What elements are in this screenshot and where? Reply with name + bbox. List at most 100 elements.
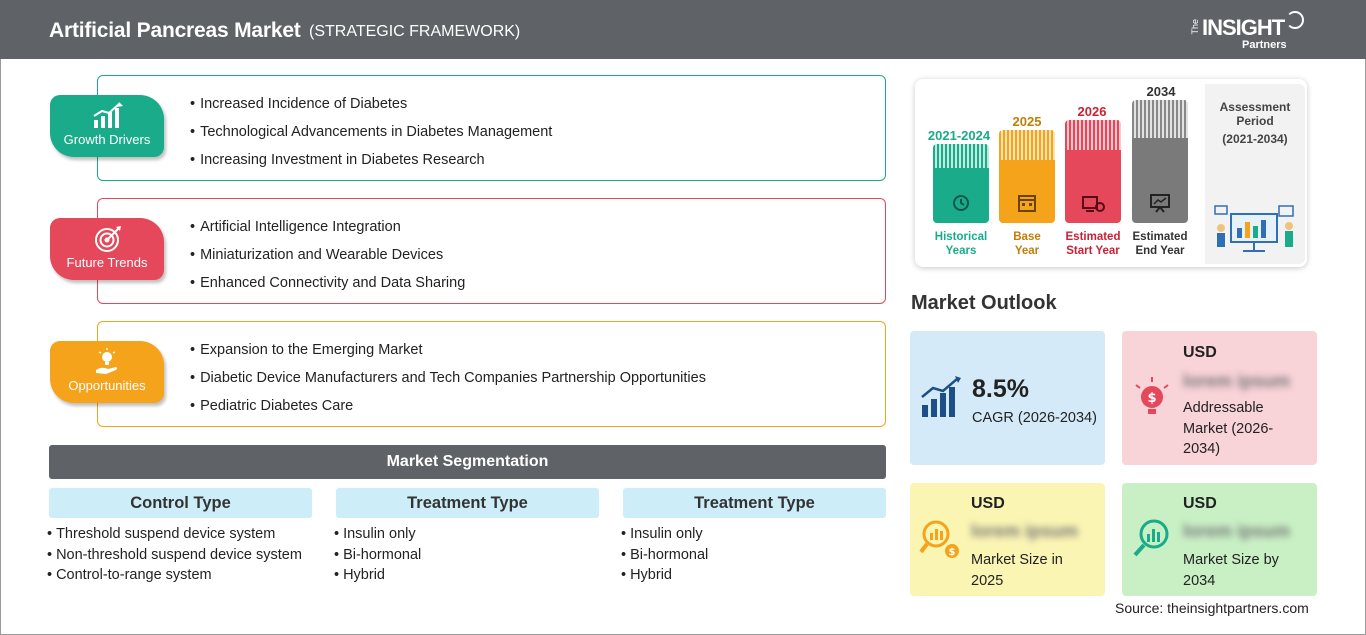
- market-size-2025-card: $ USD lorem ipsum Market Size in 2025: [910, 483, 1105, 596]
- list-item: Enhanced Connectivity and Data Sharing: [190, 274, 465, 302]
- header-bar: Artificial Pancreas Market (STRATEGIC FR…: [0, 0, 1366, 59]
- addressable-label-line: Addressable: [1183, 400, 1264, 416]
- timeline-label-line: Historical: [934, 231, 988, 243]
- growth-chart-icon: [93, 102, 123, 128]
- cagr-value: 8.5%: [972, 375, 1029, 403]
- page-subtitle: (STRATEGIC FRAMEWORK): [309, 23, 521, 40]
- future-trends-box: Artificial Intelligence Integration Mini…: [97, 198, 886, 304]
- logo-sub: Partners: [1242, 39, 1287, 51]
- timeline-label-base: Base Year: [987, 230, 1067, 258]
- segment-heading-treatment-type-2: Treatment Type: [623, 488, 886, 518]
- list-item: Bi-hormonal: [621, 546, 708, 567]
- growth-drivers-box: Increased Incidence of Diabetes Technolo…: [97, 75, 886, 181]
- future-trends-label: Future Trends: [66, 255, 148, 270]
- list-item: Miniaturization and Wearable Devices: [190, 246, 465, 274]
- size-2034-currency: USD: [1183, 495, 1217, 512]
- size-2025-label-line: 2025: [971, 572, 1004, 589]
- segment-list-treatment-type: Insulin only Bi-hormonal Hybrid: [334, 525, 421, 587]
- list-item: Control-to-range system: [47, 566, 302, 587]
- segment-heading-treatment-type: Treatment Type: [336, 488, 599, 518]
- segment-list-control-type: Threshold suspend device system Non-thre…: [47, 525, 302, 587]
- size-2025-label: Market Size in 2025: [971, 550, 1063, 591]
- list-item: Insulin only: [334, 525, 421, 546]
- timeline-stripe-end: [1132, 100, 1188, 138]
- size-2034-label-line: Market Size by: [1183, 552, 1279, 568]
- timeline-label-line: Years: [945, 245, 977, 257]
- assessment-line: Assessment: [1219, 100, 1291, 114]
- list-item: Technological Advancements in Diabetes M…: [190, 123, 552, 151]
- forecast-icon: [1082, 196, 1105, 212]
- source-credit[interactable]: Source: theinsightpartners.com: [1115, 600, 1309, 616]
- segment-heading-control-type: Control Type: [49, 488, 312, 518]
- market-outlook-title: Market Outlook: [911, 292, 1057, 314]
- growth-drivers-list: Increased Incidence of Diabetes Technolo…: [190, 95, 552, 179]
- size-2025-label-line: Market Size in: [971, 552, 1063, 568]
- list-item: Hybrid: [621, 566, 708, 587]
- market-segmentation-title: Market Segmentation: [49, 445, 886, 479]
- timeline-label-start: Estimated Start Year: [1053, 230, 1133, 258]
- assessment-period: (2021-2034): [1222, 132, 1288, 146]
- timeline-label-line: Base: [1013, 231, 1041, 243]
- list-item: Bi-hormonal: [334, 546, 421, 567]
- addressable-label-line: 2034): [1183, 441, 1221, 457]
- cagr-label: CAGR (2026-2034): [972, 410, 1097, 426]
- size-2034-value: lorem ipsum: [1183, 521, 1291, 541]
- growth-drivers-badge: Growth Drivers: [50, 95, 164, 157]
- svg-text:$: $: [949, 547, 956, 558]
- opportunities-box: Expansion to the Emerging Market Diabeti…: [97, 321, 886, 427]
- timeline-year-base: 2025: [1012, 114, 1042, 129]
- cagr-card: 8.5% CAGR (2026-2034): [910, 331, 1105, 465]
- addressable-label-line: Market (2026-: [1183, 420, 1274, 437]
- list-item: Increasing Investment in Diabetes Resear…: [190, 151, 552, 179]
- history-icon: [953, 195, 969, 211]
- svg-text:$: $: [1147, 391, 1156, 406]
- target-icon: [95, 226, 121, 252]
- size-2034-label: Market Size by 2034: [1183, 550, 1279, 591]
- assessment-title: Assessment Period: [1205, 100, 1305, 128]
- logo-the: The: [1190, 19, 1200, 35]
- size-2025-currency: USD: [971, 495, 1005, 512]
- opportunities-list: Expansion to the Emerging Market Diabeti…: [190, 341, 706, 425]
- size-2025-value: lorem ipsum: [971, 521, 1079, 541]
- timeline-bar-end: [1132, 138, 1188, 223]
- timeline-label-historical: Historical Years: [921, 230, 1001, 258]
- timeline-label-line: Year: [1014, 245, 1040, 257]
- timeline-label-line: Estimated: [1132, 231, 1188, 243]
- list-item: Insulin only: [621, 525, 708, 546]
- list-item: Threshold suspend device system: [47, 525, 302, 546]
- timeline-year-start: 2026: [1077, 104, 1107, 119]
- timeline-label-line: Estimated: [1065, 231, 1121, 243]
- growth-drivers-label: Growth Drivers: [63, 132, 151, 147]
- timeline-stripe-start: [1065, 120, 1121, 150]
- analyst-dashboard-icon: [1214, 205, 1294, 252]
- list-item: Expansion to the Emerging Market: [190, 341, 706, 369]
- list-item: Increased Incidence of Diabetes: [190, 95, 552, 123]
- list-item: Artificial Intelligence Integration: [190, 218, 465, 246]
- logo-main: INSIGHT: [1202, 15, 1285, 40]
- timeline-label-line: Start Year: [1066, 245, 1120, 257]
- timeline-label-end: Estimated End Year: [1120, 230, 1200, 258]
- addressable-currency: USD: [1183, 344, 1217, 361]
- insight-partners-logo[interactable]: The INSIGHT Partners: [1190, 9, 1310, 53]
- opportunities-label: Opportunities: [68, 378, 146, 393]
- logo-arc-icon: [1286, 11, 1304, 29]
- list-item: Hybrid: [334, 566, 421, 587]
- timeline-stripe-base: [999, 130, 1055, 160]
- timeline-year-historical: 2021-2024: [927, 128, 991, 143]
- future-trends-badge: Future Trends: [50, 218, 164, 280]
- addressable-value: lorem ipsum: [1183, 371, 1291, 391]
- money-lightbulb-icon: $: [1135, 377, 1169, 414]
- money-search-icon: $: [919, 520, 959, 558]
- size-2034-label-line: 2034: [1183, 572, 1216, 589]
- chart-search-icon: [1133, 519, 1169, 557]
- growth-chart-icon: [921, 376, 961, 417]
- future-trends-list: Artificial Intelligence Integration Mini…: [190, 218, 465, 302]
- page-title: Artificial Pancreas Market: [49, 19, 301, 42]
- addressable-market-card: $ USD lorem ipsum Addressable Market (20…: [1122, 331, 1317, 465]
- assessment-line: Period: [1236, 114, 1274, 128]
- presentation-icon: [1150, 194, 1170, 213]
- timeline-year-end: 2034: [1146, 84, 1176, 99]
- list-item: Pediatric Diabetes Care: [190, 397, 706, 425]
- calendar-icon: [1018, 195, 1036, 212]
- list-item: Non-threshold suspend device system: [47, 546, 302, 567]
